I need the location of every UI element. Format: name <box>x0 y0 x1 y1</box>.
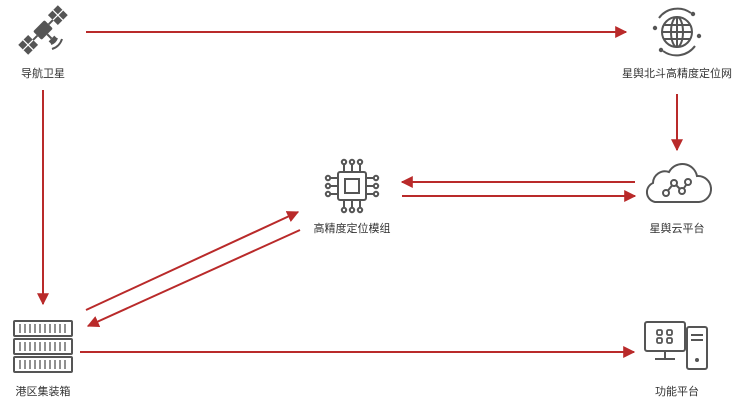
satellite-label: 导航卫星 <box>21 67 65 80</box>
computer-workstation-icon <box>644 321 708 370</box>
module-label: 高精度定位模组 <box>313 222 391 235</box>
cloud-label: 星舆云平台 <box>649 222 705 235</box>
shipping-container-icon <box>13 320 73 373</box>
arrow-container-to-module <box>85 211 300 311</box>
cloud-network-icon <box>645 162 712 203</box>
satellite-icon <box>18 5 68 55</box>
chip-icon <box>324 158 380 214</box>
globe-network-icon <box>652 7 702 57</box>
arrow-module-to-container <box>86 229 301 328</box>
platform-label: 功能平台 <box>655 385 699 398</box>
arrows <box>37 26 683 358</box>
container-label: 港区集装箱 <box>15 385 71 398</box>
network-label: 星舆北斗高精度定位网 <box>622 67 732 80</box>
